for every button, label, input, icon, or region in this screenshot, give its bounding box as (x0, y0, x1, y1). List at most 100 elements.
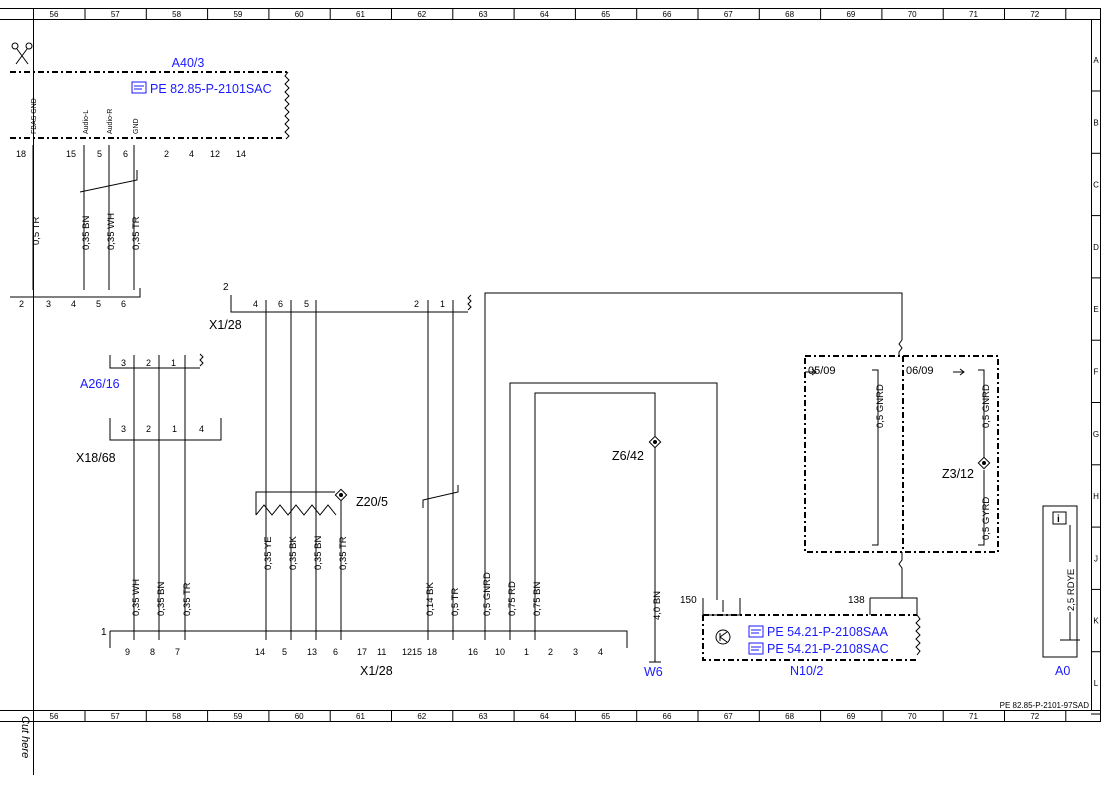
left-block-pin: 6 (121, 299, 126, 309)
wire-label: 0,35 WH (131, 579, 142, 616)
x1-28-bottom-pin: 14 (255, 647, 265, 657)
wire-label: 0,14 BK (425, 582, 436, 616)
info-icon: i (1052, 511, 1067, 525)
left-block-pin: 3 (46, 299, 51, 309)
n10-2-ref2-link[interactable]: PE 54.21-P-2108SAC (767, 642, 889, 656)
book-icon (748, 642, 764, 655)
ruler-col-label: 68 (785, 10, 794, 19)
x1-28-bottom-pin: 7 (175, 647, 180, 657)
a26-16-pin: 1 (171, 358, 176, 368)
x1-28-bottom-pin: 6 (333, 647, 338, 657)
x1-28-bottom-pin: 10 (495, 647, 505, 657)
ruler-col-label: 62 (417, 712, 426, 721)
x1-28-bottom-pin: 9 (125, 647, 130, 657)
x1-28-bottom-pin: 16 (468, 647, 478, 657)
footer-reference: PE 82.85-P-2101-97SAD (1000, 701, 1090, 710)
ruler-row-label: A (1093, 56, 1099, 65)
x18-68-pin: 2 (146, 424, 151, 434)
x18-68-pin: 3 (121, 424, 126, 434)
ruler-col-label: 70 (908, 10, 917, 19)
x1-28-top-pin: 5 (304, 299, 309, 309)
ruler-row-label: L (1094, 679, 1099, 688)
transistor-icon (715, 629, 731, 645)
ruler-col-label: 61 (356, 712, 365, 721)
x1-28-top-pin: 6 (278, 299, 283, 309)
ruler-col-label: 62 (417, 10, 426, 19)
w6-label: W6 (644, 665, 663, 679)
ruler-col-label: 63 (479, 712, 488, 721)
x1-28-bottom-pin: 2 (548, 647, 553, 657)
z20-5-label: Z20/5 (356, 495, 388, 509)
x1-28-bottom-pin: 3 (573, 647, 578, 657)
a40-pin: 5 (97, 149, 102, 159)
x1-28-bottom-pin: 13 (307, 647, 317, 657)
splice-diamond-icon (648, 435, 662, 449)
x1-28-bottom-pin: 1 (524, 647, 529, 657)
ruler-col-label: 72 (1030, 712, 1039, 721)
wire-label: 0,5 GNRD (981, 384, 992, 428)
ruler-row-label: G (1093, 430, 1099, 439)
x1-28-top-num: 2 (223, 282, 229, 293)
ruler-col-label: 58 (172, 712, 181, 721)
a40-pin: 6 (123, 149, 128, 159)
a26-16-label: A26/16 (80, 377, 120, 391)
ruler-col-label: 64 (540, 10, 549, 19)
a40-3-ref-link[interactable]: PE 82.85-P-2101SAC (150, 82, 272, 96)
x1-28-bottom-pin: 1215 (402, 647, 422, 657)
splice-diamond-icon (334, 488, 348, 502)
ruler-col-label: 72 (1030, 10, 1039, 19)
x1-28-bottom-pin: 11 (377, 647, 386, 657)
x1-28-bottom-pin: 18 (427, 647, 437, 657)
wire-label: 0,35 TR (338, 536, 349, 570)
x18-68-pin: 4 (199, 424, 204, 434)
pin-label-fbas-gnd: FBAS GND (31, 98, 38, 134)
wire-label: 0,35 BN (81, 216, 92, 250)
wire-label: 0,5 GNRD (875, 384, 886, 428)
a40-pin: 14 (236, 149, 246, 159)
n10-2-ref1-link[interactable]: PE 54.21-P-2108SAA (767, 625, 889, 639)
ruler-row-label: H (1093, 492, 1099, 501)
x1-28-bottom-pin: 8 (150, 647, 155, 657)
n10-2-pin-right: 138 (848, 595, 865, 606)
pin-label-audio-r: Audio-R (107, 109, 114, 134)
ruler-row-label: K (1093, 617, 1099, 626)
wire-label: 0,35 BN (156, 582, 167, 616)
splice-diamond-icon (977, 456, 991, 470)
wire-label: 0,75 RD (507, 581, 518, 616)
wire-label: 0,5 GNRD (482, 572, 493, 616)
left-block-pin: 5 (96, 299, 101, 309)
ruler-col-label: 64 (540, 712, 549, 721)
x1-28-top-pin: 2 (414, 299, 419, 309)
pin-label-gnd: GND (133, 118, 140, 134)
left-block-pin: 2 (19, 299, 24, 309)
ruler-col-label: 68 (785, 712, 794, 721)
ruler-col-label: 67 (724, 10, 733, 19)
a40-pin: 12 (210, 149, 220, 159)
ruler-col-label: 59 (233, 10, 242, 19)
ruler-col-label: 56 (50, 10, 59, 19)
ruler-col-label: 57 (111, 712, 120, 721)
scissors-icon (11, 42, 33, 65)
ruler-col-label: 60 (295, 712, 304, 721)
left-block-pin: 4 (71, 299, 76, 309)
ruler-col-label: 69 (846, 10, 855, 19)
x1-28-top-pin: 4 (253, 299, 258, 309)
wire-label: 0,35 WH (106, 213, 117, 250)
ruler-row-label: J (1094, 554, 1098, 563)
a40-pin: 15 (66, 149, 76, 159)
x1-28-bottom-pin: 4 (598, 647, 603, 657)
x1-28-bottom-pin: 5 (282, 647, 287, 657)
a0-wire-label: 2,5 RDYE (1066, 569, 1077, 611)
ruler-col-label: 60 (295, 10, 304, 19)
wire-label: 0,35 TR (131, 216, 142, 250)
ruler-col-label: 66 (663, 712, 672, 721)
n10-2-label: N10/2 (790, 664, 823, 678)
x1-28-bottom-num: 1 (101, 627, 107, 638)
a40-3-label: A40/3 (172, 56, 205, 70)
ruler-col-label: 67 (724, 712, 733, 721)
cut-here-label: Cut here (19, 716, 31, 758)
